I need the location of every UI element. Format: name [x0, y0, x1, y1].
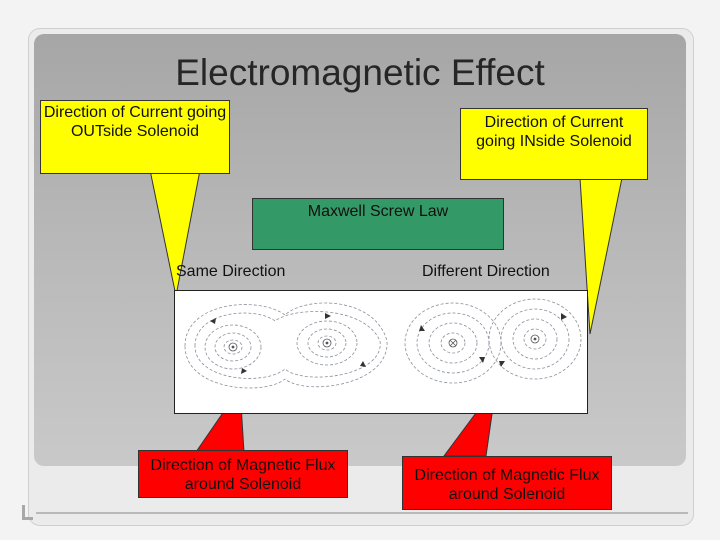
callout-current-inside-text: Direction of Current going INside Soleno…: [476, 114, 632, 150]
field-lines-svg: [184, 298, 582, 389]
bottom-divider: [36, 512, 688, 514]
callout-current-outside-text: Direction of Current going OUTside Solen…: [43, 104, 227, 140]
callout-current-outside: Direction of Current going OUTside Solen…: [40, 100, 230, 174]
callout-flux-right-text: Direction of Magnetic Flux around Soleno…: [414, 467, 600, 503]
slide-title: Electromagnetic Effect: [175, 52, 545, 93]
left-field-lines: [184, 302, 388, 389]
field-lines-diagram: [174, 290, 588, 414]
maxwell-screw-law-box: Maxwell Screw Law: [252, 198, 504, 250]
callout-flux-left: Direction of Magnetic Flux around Soleno…: [138, 450, 348, 498]
right-field-lines: [404, 298, 582, 384]
corner-bracket: [22, 505, 33, 520]
field-arrows: [210, 313, 567, 374]
maxwell-label: Maxwell Screw Law: [307, 203, 449, 220]
callout-flux-right: Direction of Magnetic Flux around Soleno…: [402, 456, 612, 510]
different-direction-label: Different Direction: [422, 263, 550, 280]
callout-flux-left-text: Direction of Magnetic Flux around Soleno…: [150, 457, 336, 493]
conductor-markers: [228, 334, 540, 352]
same-direction-label: Same Direction: [176, 263, 286, 280]
callout-current-inside: Direction of Current going INside Soleno…: [460, 108, 648, 180]
